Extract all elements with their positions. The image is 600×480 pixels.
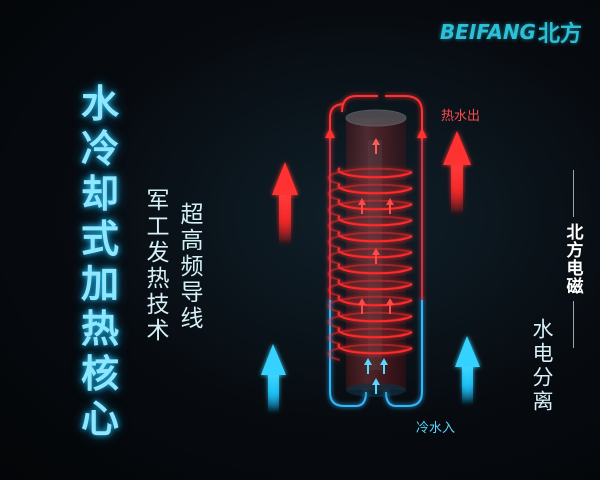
coil-turn bbox=[337, 199, 413, 211]
coil-turn-back bbox=[327, 183, 413, 201]
coil-wire bbox=[327, 167, 413, 361]
headline-char: 冷 bbox=[80, 127, 119, 171]
coil-turn bbox=[337, 183, 413, 195]
side-brand: 北方电磁 bbox=[558, 170, 588, 348]
headline-char: 核 bbox=[80, 352, 119, 396]
coil-turn-back bbox=[327, 199, 413, 217]
coil-turn bbox=[337, 327, 413, 339]
small-arrow-up-icon bbox=[380, 358, 388, 374]
coil-turn bbox=[337, 167, 413, 179]
headline-char: 水 bbox=[80, 82, 119, 126]
headline-char: 热 bbox=[80, 307, 119, 351]
coil-turn bbox=[337, 279, 413, 291]
small-arrow-up-icon bbox=[386, 198, 394, 214]
military-tech-text: 军工发热技术 bbox=[142, 188, 168, 344]
cold-arrow-right-icon bbox=[455, 336, 480, 405]
headline-char: 心 bbox=[80, 397, 119, 441]
coil-turn-back bbox=[327, 231, 413, 249]
coil-turn-back bbox=[327, 327, 413, 345]
coil-turn bbox=[337, 215, 413, 227]
small-arrow-up-icon bbox=[386, 298, 394, 314]
small-arrow-up-icon bbox=[358, 198, 366, 214]
hot-arrow-right-icon bbox=[443, 131, 471, 215]
small-arrow-up-icon bbox=[358, 298, 366, 314]
small-arrow-up-icon bbox=[372, 378, 380, 394]
coil-turn-back bbox=[327, 311, 413, 329]
headline: 水 冷 却 式 加 热 核 心 bbox=[72, 82, 128, 442]
side-brand-text: 北方电磁 bbox=[562, 223, 583, 295]
coil-turn-back bbox=[327, 167, 413, 185]
hot-arrow-left-icon bbox=[272, 162, 298, 245]
water-electric-separation-text: 水电分离 bbox=[530, 318, 554, 414]
small-arrow-up-icon bbox=[372, 248, 380, 264]
headline-char: 加 bbox=[80, 262, 119, 306]
coil-turn-back bbox=[327, 247, 413, 265]
coil-turn-back bbox=[327, 279, 413, 297]
inner-flow-arrows bbox=[358, 138, 394, 394]
coil-turn bbox=[337, 231, 413, 243]
logo-latin-text: BEIFANG bbox=[439, 20, 536, 44]
coil-turn bbox=[337, 343, 413, 355]
coil-turn-back bbox=[327, 263, 413, 281]
brand-logo: BEIFANG 北方 bbox=[440, 16, 582, 48]
headline-char: 式 bbox=[80, 217, 119, 261]
coil-turn-back bbox=[327, 343, 413, 361]
flow-loop bbox=[325, 95, 427, 407]
headline-char: 却 bbox=[80, 172, 119, 216]
hf-wire-text: 超高频导线 bbox=[176, 202, 202, 332]
small-arrow-up-icon bbox=[364, 358, 372, 374]
coil-turn-back bbox=[327, 295, 413, 313]
logo-cjk-text: 北方 bbox=[537, 22, 582, 47]
cold-arrow-left-icon bbox=[261, 344, 286, 413]
divider bbox=[572, 301, 574, 348]
hot-water-out-label: 热水出 bbox=[441, 109, 481, 124]
coil-turn-back bbox=[327, 215, 413, 233]
coil-turn bbox=[337, 247, 413, 259]
cold-water-in-label: 冷水入 bbox=[416, 421, 456, 436]
small-arrow-up-icon bbox=[372, 138, 380, 154]
coil-turn bbox=[337, 311, 413, 323]
coil-turn bbox=[337, 263, 413, 275]
divider bbox=[572, 170, 574, 217]
